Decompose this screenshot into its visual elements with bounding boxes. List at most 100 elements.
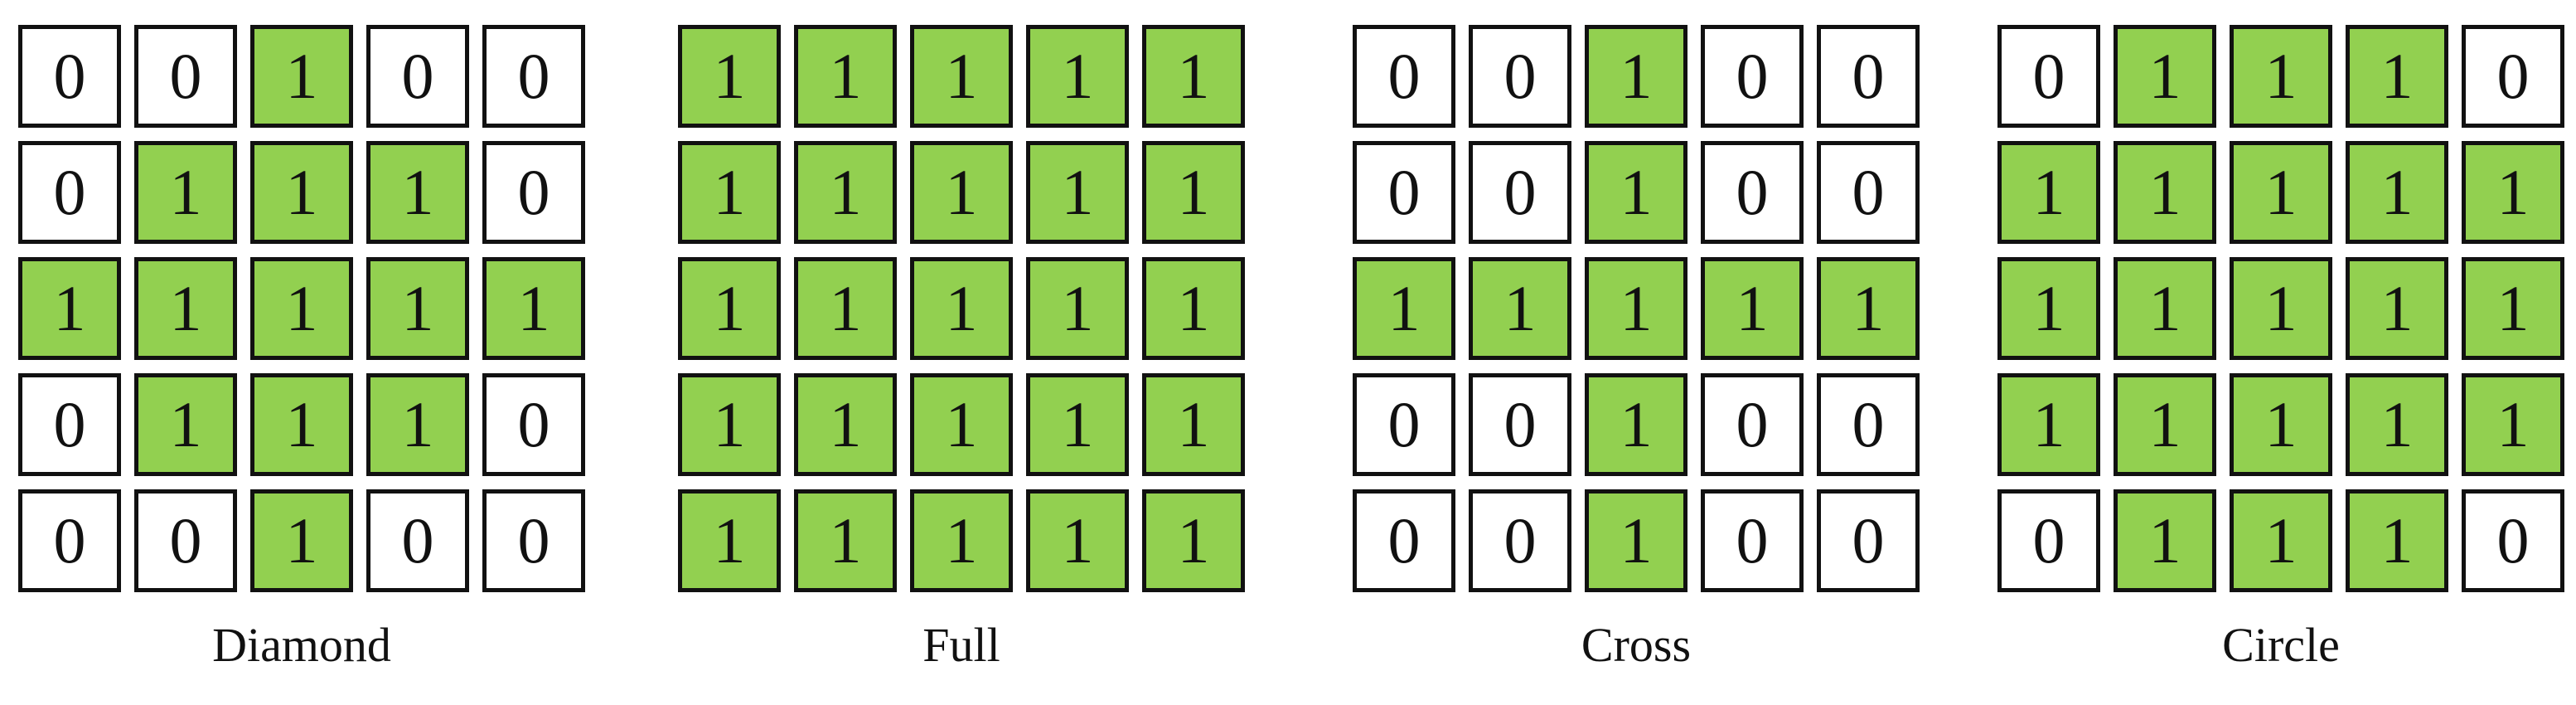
kernel-cell: 1: [1997, 373, 2100, 476]
kernel-cell: 1: [2114, 373, 2216, 476]
kernel-cell: 0: [1817, 141, 1920, 244]
kernel-cell: 1: [678, 257, 781, 360]
kernel-cell: 1: [1585, 489, 1687, 592]
kernel-cell: 0: [1469, 25, 1571, 128]
kernel-cell: 1: [678, 373, 781, 476]
kernel-cell: 0: [482, 489, 585, 592]
kernel-cell: 0: [134, 25, 237, 128]
kernel-cell: 1: [2230, 141, 2332, 244]
kernel-cell: 0: [1353, 489, 1455, 592]
kernel-cell: 1: [2346, 141, 2448, 244]
kernel-cell: 1: [678, 141, 781, 244]
kernel-cell: 1: [2230, 489, 2332, 592]
kernel-cell: 1: [2230, 257, 2332, 360]
kernel-cell: 0: [18, 373, 121, 476]
kernel-cell: 1: [2346, 25, 2448, 128]
kernel-cell: 1: [910, 141, 1013, 244]
kernel-cell: 1: [910, 25, 1013, 128]
kernel-cell: 1: [2114, 25, 2216, 128]
kernel-cell: 0: [1469, 489, 1571, 592]
kernel-cell: 1: [134, 257, 237, 360]
kernel-cell: 1: [794, 141, 897, 244]
kernel-cell: 1: [1469, 257, 1571, 360]
kernel-cell: 1: [1585, 373, 1687, 476]
kernel-cell: 1: [2230, 373, 2332, 476]
kernel-cell: 0: [1469, 141, 1571, 244]
kernel-cell: 1: [1142, 373, 1245, 476]
kernel-cell: 1: [2114, 257, 2216, 360]
kernel-cell: 1: [2462, 373, 2564, 476]
kernel-cell: 0: [482, 25, 585, 128]
kernel-cell: 1: [250, 257, 353, 360]
kernel-cell: 1: [1142, 489, 1245, 592]
kernel-cell: 1: [1142, 25, 1245, 128]
kernel-cell: 1: [1142, 257, 1245, 360]
kernel-cell: 1: [794, 257, 897, 360]
kernel-cell: 0: [482, 373, 585, 476]
kernel-cell: 1: [250, 489, 353, 592]
kernel-cell: 1: [1026, 141, 1129, 244]
kernel-cell: 1: [2346, 373, 2448, 476]
kernel-cell: 0: [2462, 489, 2564, 592]
kernel-cell: 1: [794, 25, 897, 128]
kernel-cell: 1: [1142, 141, 1245, 244]
kernel-cell: 1: [1585, 141, 1687, 244]
kernel-cell: 0: [2462, 25, 2564, 128]
kernel-cell: 0: [1469, 373, 1571, 476]
kernel-cell: 1: [1585, 257, 1687, 360]
kernel-cell: 1: [1817, 257, 1920, 360]
kernel-cell: 1: [134, 141, 237, 244]
kernel-cell: 0: [482, 141, 585, 244]
kernel-cell: 1: [2114, 489, 2216, 592]
kernel-cell: 1: [366, 257, 469, 360]
kernel-caption: Diamond: [212, 618, 391, 672]
kernel-cell: 1: [1997, 257, 2100, 360]
kernel-cell: 1: [2346, 489, 2448, 592]
kernel-cell: 0: [1817, 373, 1920, 476]
kernel-cell: 1: [2114, 141, 2216, 244]
kernel-cell: 0: [18, 489, 121, 592]
kernel-cell: 1: [1026, 489, 1129, 592]
kernel-cell: 0: [1353, 373, 1455, 476]
kernel-cell: 0: [1997, 489, 2100, 592]
kernel-cell: 1: [1997, 141, 2100, 244]
kernel-cell: 1: [1353, 257, 1455, 360]
kernel-caption: Cross: [1581, 618, 1692, 672]
kernel-cell: 0: [1701, 141, 1804, 244]
kernel-cell: 0: [1817, 489, 1920, 592]
kernel-cell: 1: [1026, 25, 1129, 128]
kernel-cell: 1: [366, 373, 469, 476]
kernel-cell: 1: [794, 373, 897, 476]
kernel-cell: 1: [678, 489, 781, 592]
kernel-cell: 0: [1997, 25, 2100, 128]
kernel-cell: 0: [1701, 373, 1804, 476]
kernel-cell: 1: [250, 25, 353, 128]
kernel-caption: Full: [922, 618, 1000, 672]
kernel-caption: Circle: [2222, 618, 2340, 672]
kernel-cell: 1: [18, 257, 121, 360]
kernel-cell: 1: [366, 141, 469, 244]
kernel-cell: 0: [18, 141, 121, 244]
kernel-cell: 1: [910, 489, 1013, 592]
kernel-cell: 0: [1353, 141, 1455, 244]
kernel-cell: 1: [2230, 25, 2332, 128]
kernel-cell: 0: [366, 489, 469, 592]
kernel-cell: 1: [2462, 141, 2564, 244]
kernel-cell: 1: [482, 257, 585, 360]
kernel-cell: 1: [1701, 257, 1804, 360]
kernel-cell: 1: [1026, 257, 1129, 360]
kernel-cell: 1: [910, 257, 1013, 360]
kernel-cell: 1: [2346, 257, 2448, 360]
kernel-cell: 1: [678, 25, 781, 128]
kernel-cell: 1: [134, 373, 237, 476]
kernel-cell: 0: [1817, 25, 1920, 128]
kernel-cell: 1: [910, 373, 1013, 476]
kernel-cell: 0: [1701, 25, 1804, 128]
